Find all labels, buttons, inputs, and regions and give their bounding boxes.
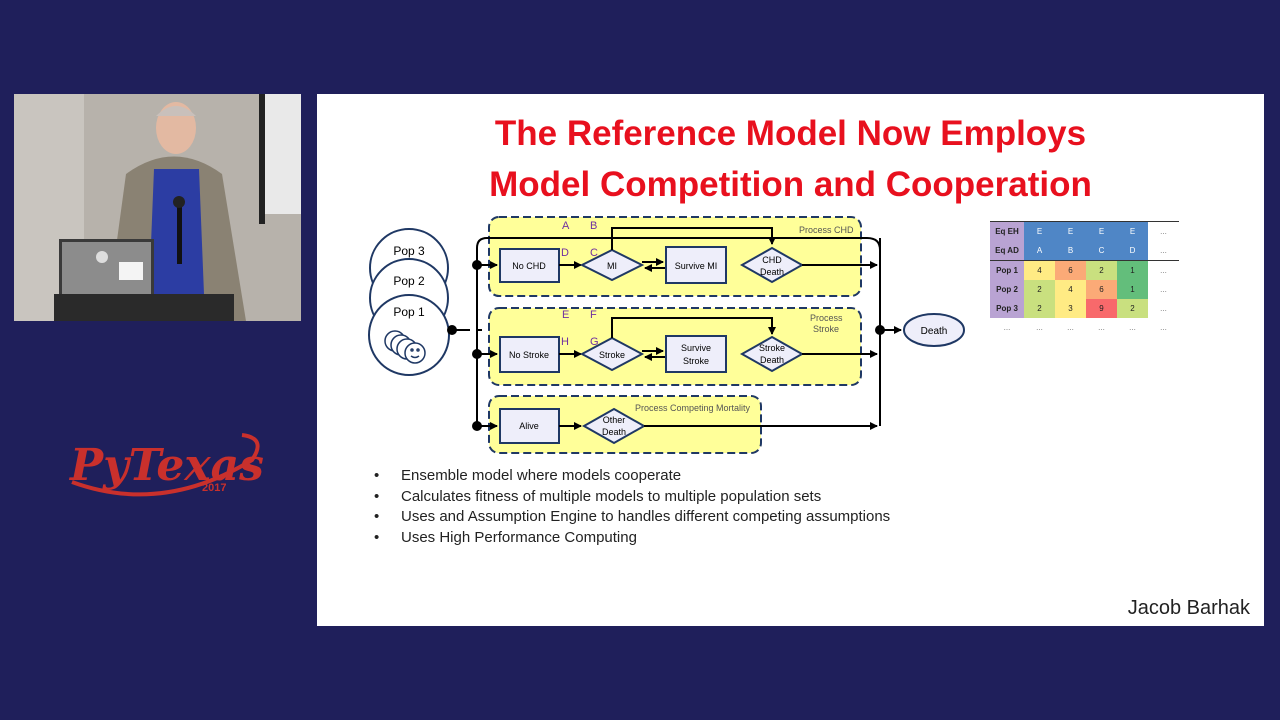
svg-text:E: E — [562, 309, 569, 321]
svg-text:Stroke: Stroke — [599, 350, 625, 360]
svg-text:G: G — [590, 336, 599, 348]
logo-year: 2017 — [202, 482, 226, 494]
svg-text:Pop 3: Pop 3 — [393, 244, 425, 258]
state-stroke — [579, 336, 645, 372]
slide-title-line1: The Reference Model Now Employs — [494, 114, 1087, 153]
svg-text:Stroke: Stroke — [683, 356, 709, 366]
svg-text:D: D — [561, 247, 569, 259]
svg-text:Process: Process — [810, 313, 843, 323]
model-diagram: Process CHD Process Stroke Process Compe… — [368, 216, 965, 454]
bullet-item: Calculates fitness of multiple models to… — [374, 487, 890, 508]
matrix-row-label: Pop 2 — [990, 280, 1024, 299]
svg-text:CHD: CHD — [762, 255, 782, 265]
svg-text:F: F — [590, 309, 597, 321]
state-survive-stroke — [665, 335, 727, 373]
people-icon — [384, 330, 426, 364]
state-no-stroke — [499, 336, 560, 373]
process-chd-label: Process CHD — [799, 225, 854, 235]
state-survive-mi — [665, 246, 727, 284]
matrix-row-label: Eq EH — [990, 221, 1024, 241]
matrix-row-label: Pop 3 — [990, 299, 1024, 318]
state-mi — [579, 248, 645, 282]
bullet-item: Uses High Performance Computing — [374, 528, 890, 549]
svg-text:Death: Death — [760, 267, 784, 277]
svg-text:Stroke: Stroke — [813, 324, 839, 334]
bullet-item: Ensemble model where models cooperate — [374, 466, 890, 487]
results-matrix: Eq EH E E E E ... Eq AD A B C D ... Pop … — [990, 221, 1179, 337]
matrix-row-label: Pop 1 — [990, 260, 1024, 280]
svg-text:Survive MI: Survive MI — [675, 261, 718, 271]
svg-text:MI: MI — [607, 261, 617, 271]
state-death — [903, 313, 965, 347]
svg-text:Other: Other — [603, 415, 626, 425]
speaker-video — [14, 94, 301, 321]
presentation-slide: The Reference Model Now Employs Model Co… — [317, 94, 1264, 626]
svg-text:PyTexas: PyTexas — [68, 440, 264, 491]
bullet-item: Uses and Assumption Engine to handles di… — [374, 507, 890, 528]
svg-text:A: A — [562, 220, 570, 232]
svg-text:No Stroke: No Stroke — [509, 350, 549, 360]
svg-text:Stroke: Stroke — [759, 343, 785, 353]
slide-title-line2: Model Competition and Cooperation — [489, 165, 1092, 204]
svg-text:Death: Death — [602, 427, 626, 437]
pytexas-logo: PyTexas 2017 — [52, 420, 272, 515]
bullet-list: Ensemble model where models cooperate Ca… — [374, 466, 890, 548]
svg-text:No CHD: No CHD — [512, 261, 546, 271]
svg-text:H: H — [561, 336, 569, 348]
svg-text:Death: Death — [760, 355, 784, 365]
svg-text:B: B — [590, 220, 597, 232]
process-mortality-label: Process Competing Mortality — [635, 403, 751, 413]
svg-text:Death: Death — [921, 326, 948, 337]
matrix-row-label: Eq AD — [990, 241, 1024, 261]
state-other-death — [581, 407, 647, 445]
svg-text:C: C — [590, 247, 598, 259]
svg-text:Survive: Survive — [681, 343, 711, 353]
state-stroke-death — [739, 335, 805, 373]
state-chd-death — [739, 246, 805, 284]
svg-text:Pop 1: Pop 1 — [393, 305, 425, 319]
population-pop1 — [368, 294, 450, 376]
svg-text:Pop 2: Pop 2 — [393, 274, 425, 288]
svg-text:Alive: Alive — [519, 421, 539, 431]
author-name: Jacob Barhak — [1127, 597, 1250, 619]
